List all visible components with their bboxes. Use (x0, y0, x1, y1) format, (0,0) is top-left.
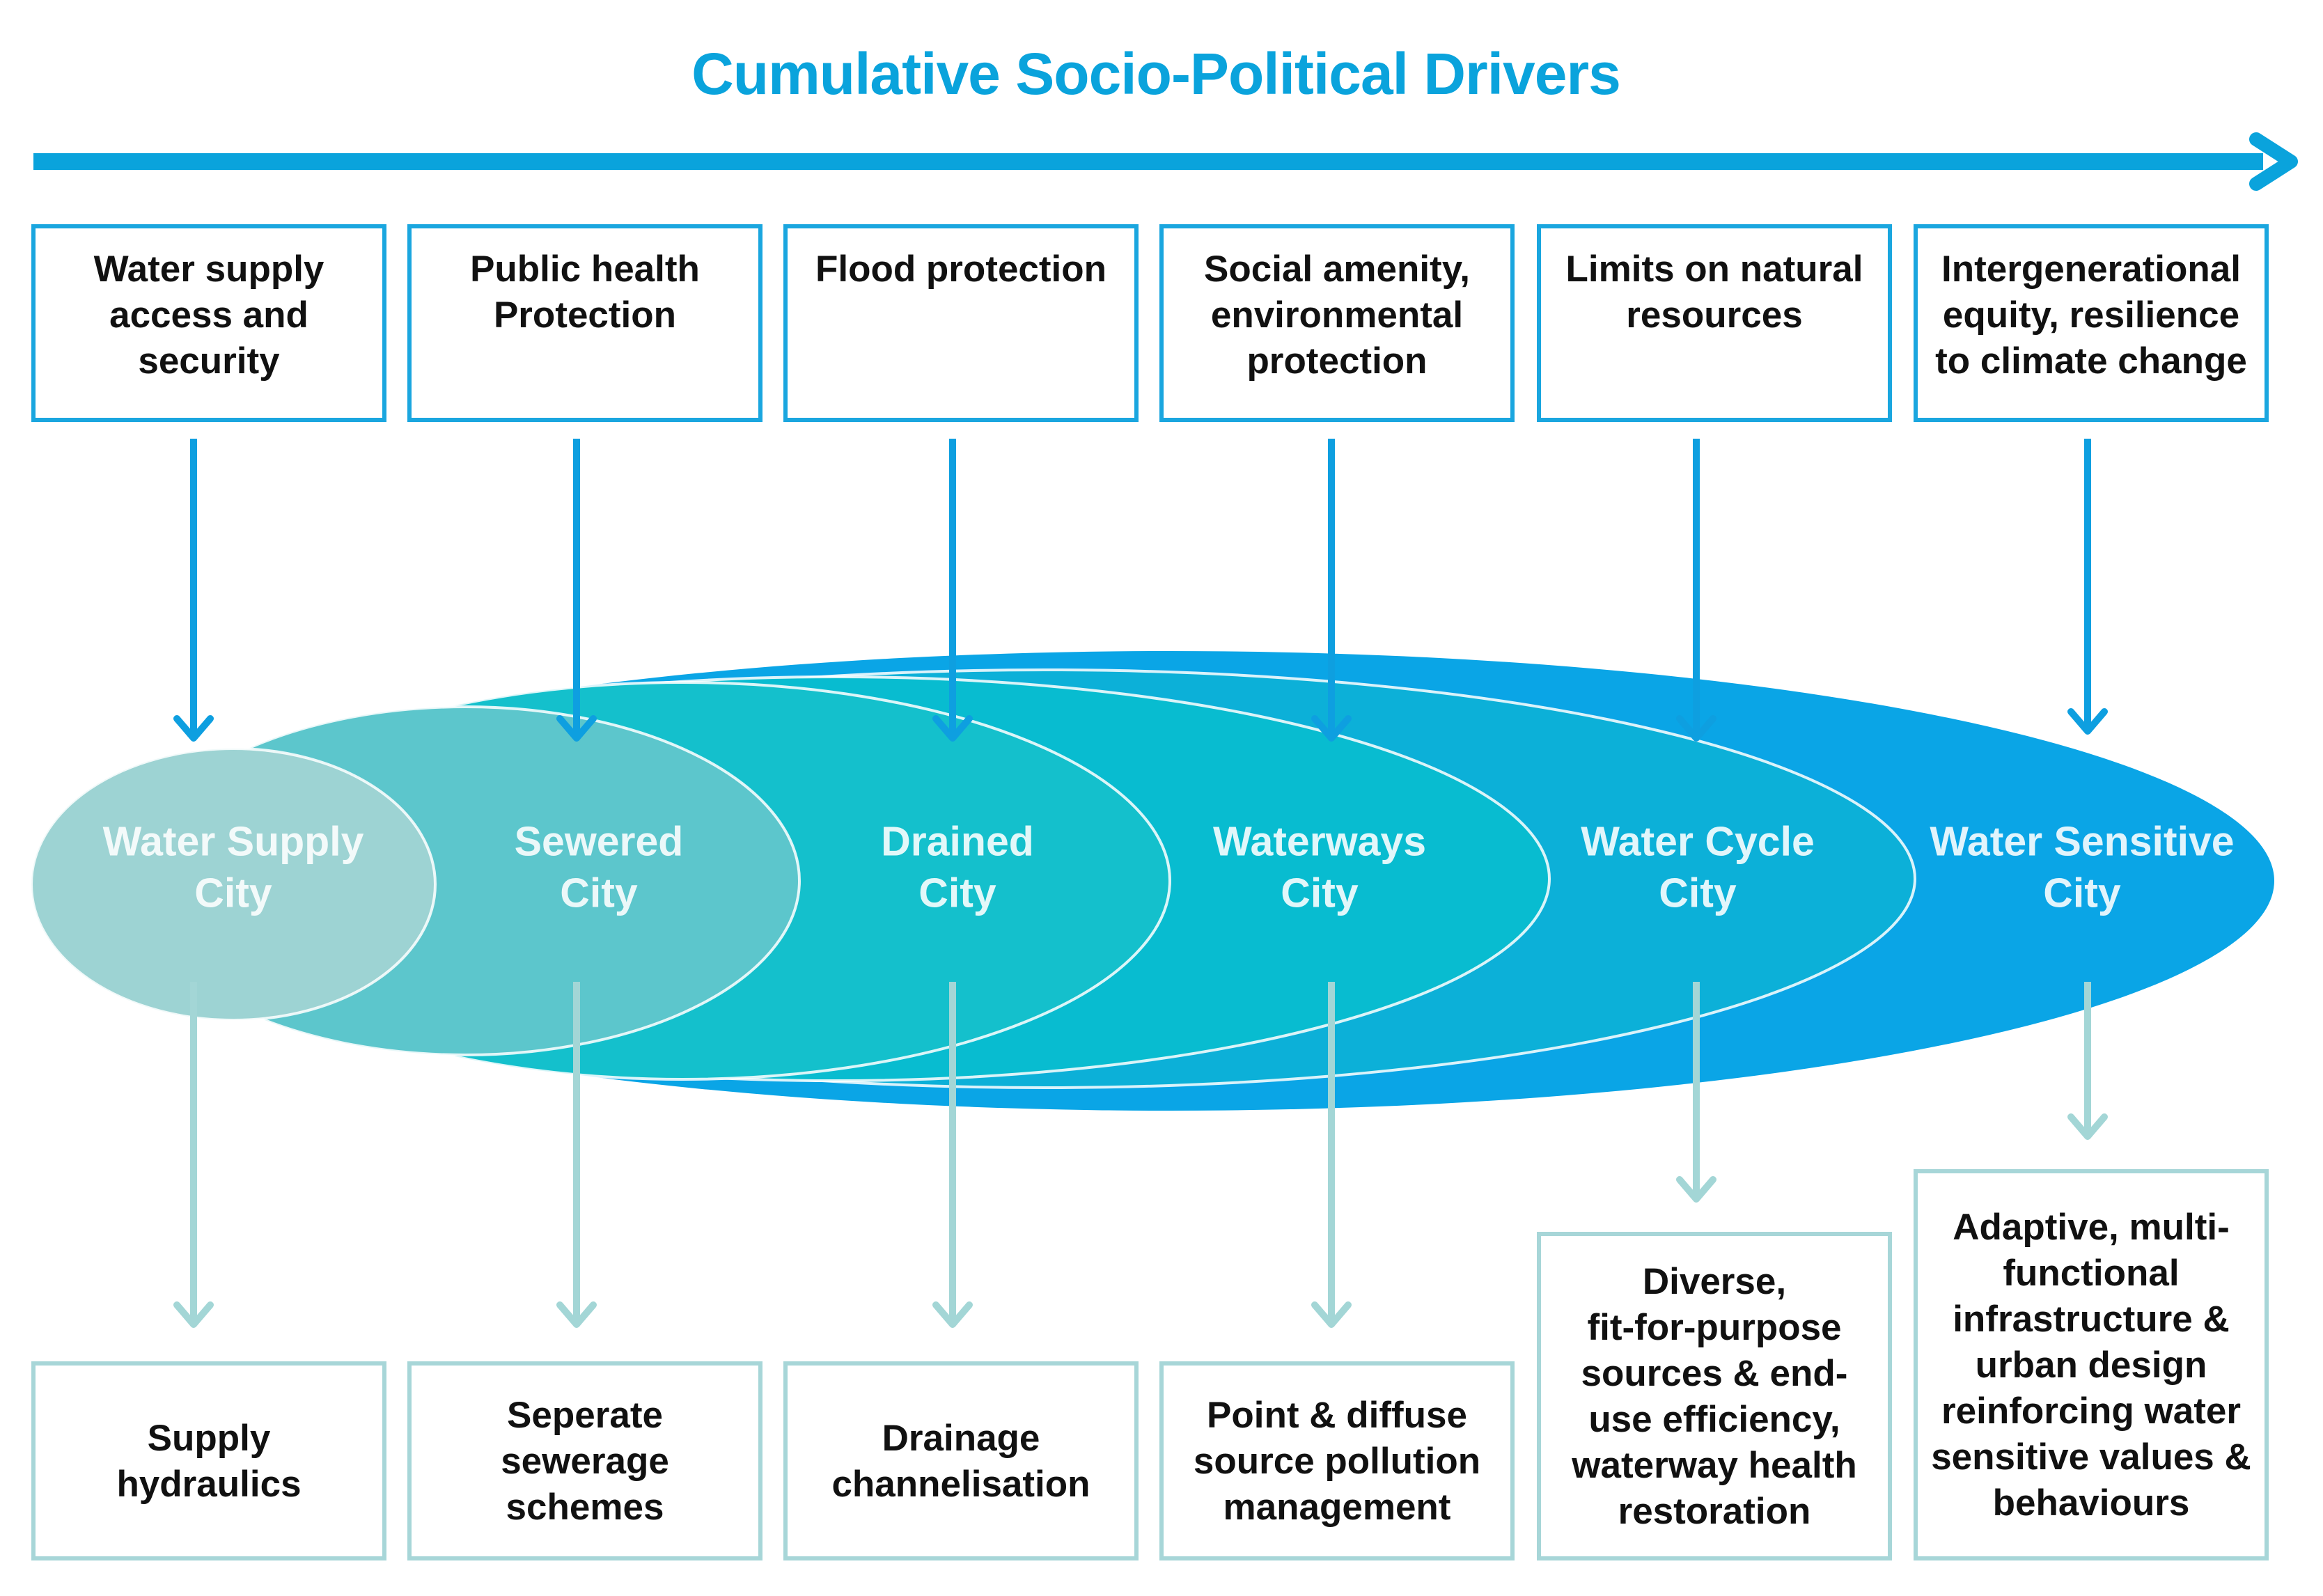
driver-label: Protection (494, 295, 676, 336)
driver-arrowhead (556, 715, 597, 742)
diagram-title: Cumulative Socio-Political Drivers (691, 41, 1620, 107)
driver-label: Limits on natural (1566, 249, 1863, 290)
driver-box (407, 224, 762, 422)
response-arrowhead (932, 1301, 973, 1328)
driver-arrowhead (932, 715, 973, 742)
driver-label: Public health (470, 249, 700, 290)
response-label: sewerage (501, 1441, 669, 1482)
city-label: Water Supply (103, 819, 364, 865)
driver-arrowhead (173, 715, 214, 742)
response-label: reinforcing water (1941, 1391, 2241, 1432)
response-label: Drainage (882, 1418, 1040, 1459)
response-label: Point & diffuse (1207, 1395, 1467, 1436)
city-label: Water Sensitive (1930, 819, 2234, 865)
city-label: Sewered (515, 819, 684, 865)
response-label: behaviours (1993, 1482, 2190, 1524)
driver-label: protection (1246, 341, 1427, 382)
response-label: restoration (1618, 1491, 1811, 1532)
city-label: City (560, 870, 638, 916)
driver-label: resources (1626, 295, 1802, 336)
driver-arrowhead (2067, 708, 2108, 735)
city-label: City (2043, 870, 2121, 916)
driver-label: environmental (1211, 295, 1463, 336)
response-box (1914, 1169, 2269, 1560)
driver-arrowhead (1676, 715, 1716, 742)
driver-label: equity, resilience (1943, 295, 2239, 336)
response-arrowhead (173, 1301, 214, 1328)
driver-label: Social amenity, (1204, 249, 1470, 290)
city-label: City (194, 870, 272, 916)
city-label: City (918, 870, 996, 916)
response-label: management (1223, 1487, 1451, 1528)
driver-label: Water supply (94, 249, 324, 290)
driver-box (1537, 224, 1892, 422)
city-label: City (1659, 870, 1737, 916)
driver-box (1914, 224, 2269, 422)
response-box (1537, 1232, 1892, 1560)
response-label: Adaptive, multi- (1953, 1207, 2230, 1248)
driver-label: Intergenerational (1941, 249, 2241, 290)
response-label: use efficiency, (1588, 1399, 1840, 1440)
response-box (31, 1361, 386, 1560)
response-box (407, 1361, 762, 1560)
drivers-timeline-arrowhead (2249, 132, 2298, 191)
response-box (1159, 1361, 1515, 1560)
response-label: Supply (148, 1418, 271, 1459)
driver-box (1159, 224, 1515, 422)
driver-box (783, 224, 1139, 422)
response-label: infrastructure & (1953, 1299, 2230, 1340)
response-arrowhead (2067, 1113, 2108, 1140)
response-label: urban design (1976, 1345, 2207, 1386)
response-label: waterway health (1571, 1445, 1856, 1486)
driver-box (31, 224, 386, 422)
response-label: hydraulics (116, 1464, 301, 1505)
water-supply-city-ellipse (30, 747, 437, 1022)
response-label: source pollution (1194, 1441, 1480, 1482)
driver-label: security (138, 341, 280, 382)
response-label: functional (2003, 1253, 2179, 1294)
response-arrowhead (556, 1301, 597, 1328)
response-label: sensitive values & (1931, 1437, 2251, 1478)
driver-label: Flood protection (815, 249, 1106, 290)
response-label: channelisation (831, 1464, 1090, 1505)
response-label: sources & end- (1581, 1353, 1848, 1394)
driver-label: to climate change (1935, 341, 2247, 382)
city-label: City (1281, 870, 1359, 916)
response-label: Seperate (507, 1395, 663, 1436)
city-label: Drained (881, 819, 1034, 865)
response-label: schemes (506, 1487, 664, 1528)
driver-label: access and (109, 295, 308, 336)
response-label: Diverse, (1643, 1261, 1786, 1302)
driver-arrowhead (1311, 715, 1352, 742)
city-label: Waterways (1213, 819, 1426, 865)
response-arrowhead (1676, 1176, 1716, 1203)
city-label: Water Cycle (1581, 819, 1815, 865)
response-arrowhead (1311, 1301, 1352, 1328)
response-label: fit-for-purpose (1587, 1307, 1841, 1348)
response-box (783, 1361, 1139, 1560)
